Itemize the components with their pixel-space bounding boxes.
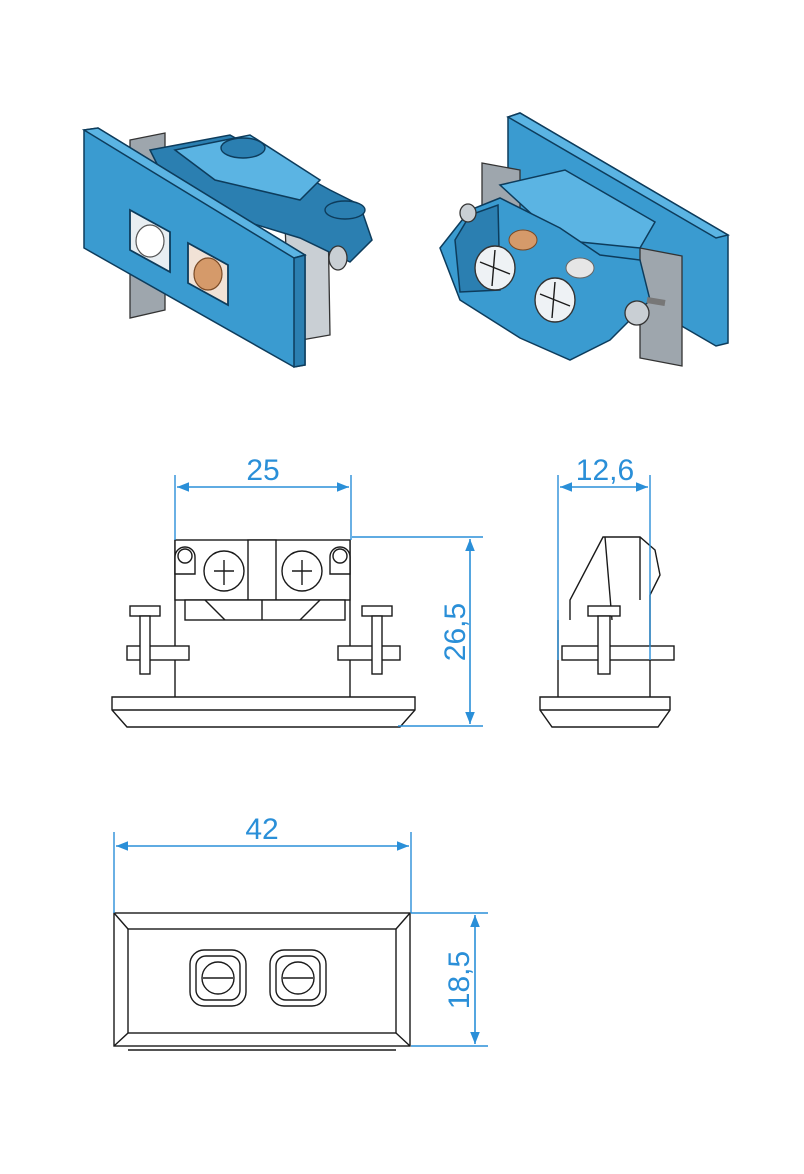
- dimension-42-label: 42: [245, 813, 278, 846]
- side-view: [111, 539, 416, 728]
- iso-view-front: [81, 127, 373, 368]
- front-socket-right: [269, 949, 327, 1007]
- end-view: [539, 536, 675, 728]
- dimension-side-height: 26,5: [352, 536, 483, 727]
- iso-view-rear: [439, 112, 730, 367]
- dimension-front-height: 18,5: [411, 912, 488, 1047]
- socket-right-pin: [187, 241, 229, 307]
- dimension-18-5-label: 18,5: [443, 951, 476, 1009]
- dimension-25-label: 25: [246, 454, 279, 487]
- dimension-depth: 12,6: [557, 454, 651, 660]
- dimension-12-6-label: 12,6: [576, 454, 634, 487]
- dimension-front-width: 42: [113, 813, 412, 913]
- front-view: [113, 912, 411, 1051]
- socket-left-pin: [129, 208, 171, 274]
- front-socket-left: [189, 949, 247, 1007]
- terminal-screw-1: [474, 245, 516, 291]
- dimension-side-width: 25: [174, 454, 352, 540]
- terminal-screw-2: [534, 277, 576, 323]
- dimension-26-5-label: 26,5: [439, 603, 472, 661]
